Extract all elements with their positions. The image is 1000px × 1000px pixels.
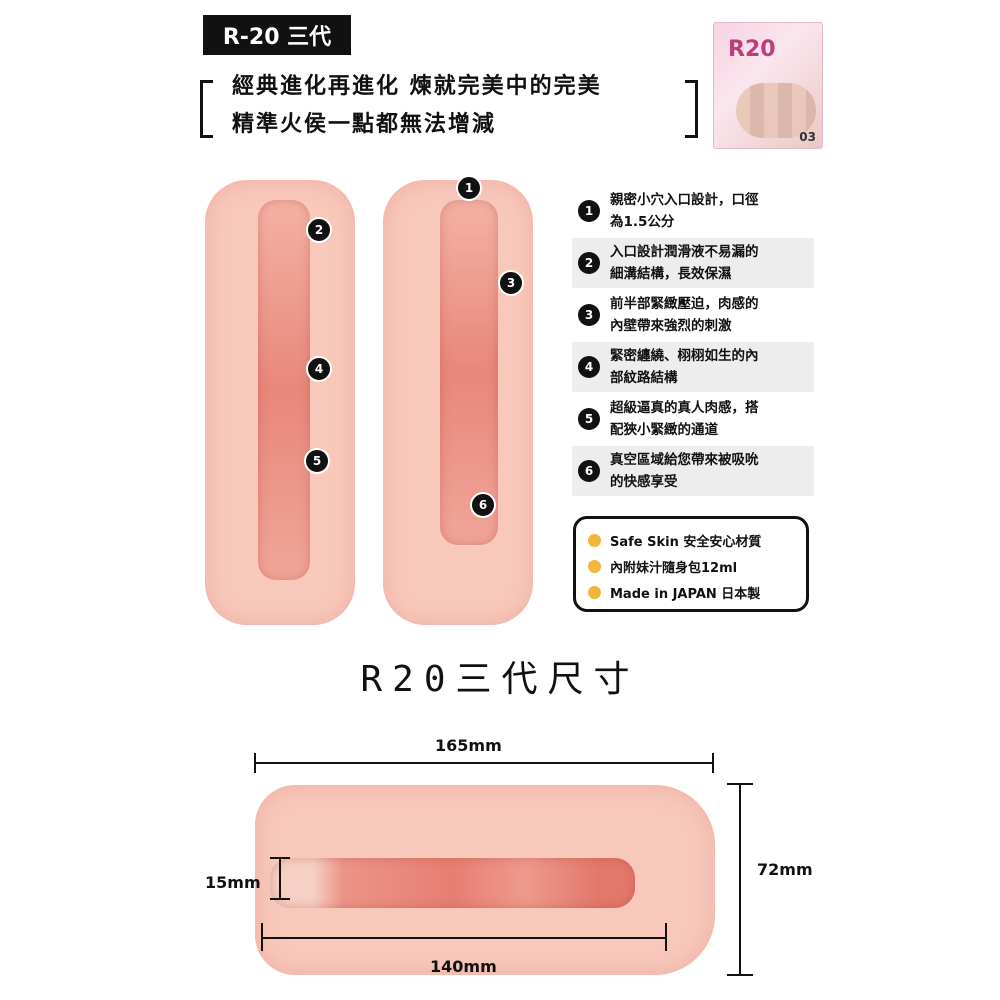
feature-item: 6 真空區域給您帶來被吸吮的快感享受 [572, 446, 814, 496]
number-badge: 5 [578, 408, 600, 430]
marker-6: 6 [470, 492, 496, 518]
package-logo: R20 [728, 37, 776, 62]
total-length-tick-right [712, 753, 714, 773]
marker-1: 1 [456, 175, 482, 201]
tagline-line-1: 經典進化再進化 煉就完美中的完美 [232, 74, 602, 99]
opening-label: 15mm [205, 873, 261, 892]
inner-length-tick-right [665, 923, 667, 951]
height-tick-top [727, 783, 753, 785]
bullet-dot-icon [588, 585, 601, 599]
bullet-dot-icon [588, 533, 601, 547]
marker-5: 5 [304, 448, 330, 474]
spec-item: Made in JAPAN 日本製 [588, 579, 806, 605]
inner-channel-left [258, 200, 310, 580]
marker-2: 2 [306, 217, 332, 243]
spec-item: 內附妹汁隨身包12ml [588, 553, 806, 579]
left-bracket [200, 80, 213, 138]
number-badge: 2 [578, 252, 600, 274]
number-badge: 4 [578, 356, 600, 378]
inner-channel-right [440, 200, 498, 545]
height-tick-bottom [727, 974, 753, 976]
marker-4: 4 [306, 356, 332, 382]
total-length-label: 165mm [435, 736, 502, 755]
tagline: 經典進化再進化 煉就完美中的完美 精準火侯一點都無法增減 [232, 68, 602, 144]
inner-length-tick-left [261, 923, 263, 951]
right-bracket [685, 80, 698, 138]
feature-item: 2 入口設計潤滑液不易漏的細溝結構，長效保濕 [572, 238, 814, 288]
feature-item: 3 前半部緊緻壓迫，肉感的內壁帶來強烈的刺激 [572, 290, 814, 340]
number-badge: 1 [578, 200, 600, 222]
inner-channel-side-view [270, 858, 635, 908]
censored-region [736, 83, 816, 138]
inner-length-line [262, 937, 666, 939]
opening-tick-bottom [270, 898, 290, 900]
opening-tick-top [270, 857, 290, 859]
number-badge: 6 [578, 460, 600, 482]
feature-item: 1 親密小穴入口設計，口徑為1.5公分 [572, 186, 814, 236]
spec-item: Safe Skin 安全安心材質 [588, 527, 806, 553]
feature-item: 5 超級逼真的真人肉感，搭配狹小緊緻的通道 [572, 394, 814, 444]
package-number: 03 [799, 130, 816, 144]
height-line [739, 783, 741, 975]
total-length-line [255, 762, 713, 764]
number-badge: 3 [578, 304, 600, 326]
marker-3: 3 [498, 270, 524, 296]
inner-length-label: 140mm [430, 957, 497, 976]
bullet-dot-icon [588, 559, 601, 573]
opening-line [279, 857, 281, 899]
feature-item: 4 緊密纏繞、栩栩如生的內部紋路結構 [572, 342, 814, 392]
tagline-line-2: 精準火侯一點都無法增減 [232, 112, 497, 137]
dimensions-title: R20三代尺寸 [360, 659, 640, 700]
total-length-tick-left [254, 753, 256, 773]
height-label: 72mm [757, 860, 813, 879]
package-image: R20 03 [713, 22, 823, 149]
product-title-badge: R-20 三代 [203, 15, 351, 55]
spec-box: Safe Skin 安全安心材質 內附妹汁隨身包12ml Made in JAP… [573, 516, 809, 612]
